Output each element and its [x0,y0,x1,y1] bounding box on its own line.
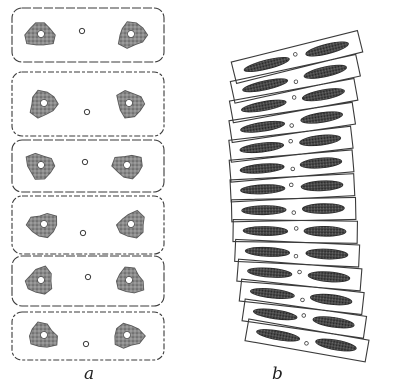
central-granule [293,52,297,56]
central-granule [292,211,296,215]
central-granule [82,159,87,164]
central-granule [85,274,90,279]
nucleolus [128,31,135,38]
nucleolus [126,100,133,107]
central-granule [298,270,302,274]
elongated-nucleus [308,270,351,283]
cell-a [12,8,164,62]
central-granule [294,80,298,84]
cell-a [12,256,164,306]
nucleolus [38,277,45,284]
central-granule [80,230,85,235]
elongated-nucleus [256,327,301,344]
cell-a [12,72,164,136]
cell-a [12,312,164,360]
central-granule [289,183,293,187]
panel-a-cell-column [12,8,164,360]
central-granule [289,139,293,143]
cell-a [12,196,164,254]
elongated-nucleus [306,248,349,260]
central-granule [83,341,88,346]
elongated-nucleus [310,292,353,307]
cell-a [12,140,164,192]
elongated-nucleus [240,162,285,175]
panel-b-label: b [272,364,283,384]
elongated-nucleus [245,246,290,257]
central-granule [294,254,298,258]
panel-a-label: a [84,364,94,384]
central-granule [79,28,84,33]
elongated-nucleus [250,287,295,301]
panel-b-cell-arc [229,31,369,362]
elongated-nucleus [247,266,292,279]
cell-b [237,259,362,291]
nucleolus [126,277,133,284]
central-granule [304,341,308,345]
central-granule [84,109,89,114]
elongated-nucleus [243,226,288,236]
elongated-nucleus [240,184,285,195]
elongated-nucleus [299,133,341,148]
elongated-nucleus [300,156,343,169]
central-granule [292,95,296,99]
elongated-nucleus [239,140,284,154]
elongated-nucleus [315,336,358,353]
elongated-nucleus [304,226,346,237]
nucleolus [41,221,48,228]
elongated-nucleus [301,180,343,192]
nucleolus [38,162,45,169]
central-granule [294,227,298,231]
central-granule [291,167,295,171]
central-granule [300,298,304,302]
elongated-nucleus [312,314,355,330]
elongated-nucleus [302,203,344,214]
elongated-nucleus [242,205,287,215]
nucleolus [41,332,48,339]
elongated-nucleus [301,86,345,104]
nucleolus [41,100,48,107]
central-granule [302,313,306,317]
nucleolus [128,221,135,228]
elongated-nucleus [300,109,343,125]
elongated-nucleus [240,119,286,135]
central-granule [290,123,294,127]
nucleolus [38,31,45,38]
elongated-nucleus [253,307,298,322]
nucleolus [124,332,131,339]
nucleolus [124,162,131,169]
